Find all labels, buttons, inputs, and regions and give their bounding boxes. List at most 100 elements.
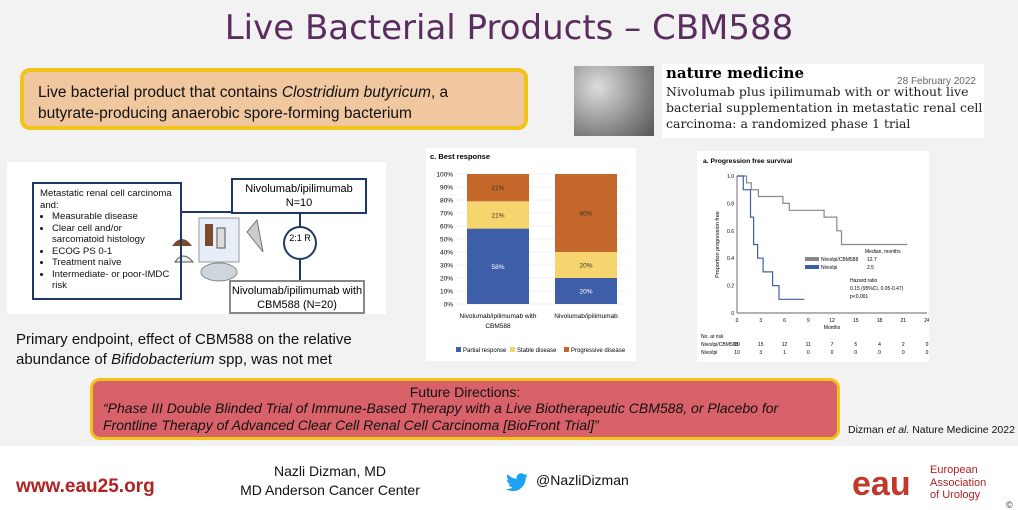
twitter-handle[interactable]: @NazliDizman bbox=[536, 472, 629, 488]
y-tick-label: 0.6 bbox=[727, 229, 734, 235]
risk-table-value: 0 bbox=[807, 350, 810, 356]
annotation: 0.15 (95%CI, 0.05-0.47) bbox=[850, 286, 904, 292]
y-tick-label: 0% bbox=[444, 302, 454, 309]
risk-table-value: 7 bbox=[831, 342, 834, 348]
footer-bar: www.eau25.org Nazli Dizman, MD MD Anders… bbox=[0, 446, 1018, 510]
org-line: European bbox=[930, 464, 978, 476]
trial-design-diagram: Metastatic renal cell carcinoma and: Mea… bbox=[7, 162, 386, 314]
y-tick-label: 20% bbox=[440, 276, 453, 283]
km-curve bbox=[737, 175, 805, 300]
y-axis-label: Proportion progression free bbox=[715, 211, 721, 278]
risk-table-header: No. at risk bbox=[701, 334, 724, 340]
legend-swatch bbox=[564, 347, 569, 352]
legend-label: Nivo/ipi/CBM588 bbox=[821, 257, 858, 263]
eau-logo-icon: eau bbox=[852, 465, 911, 503]
risk-table-value: 15 bbox=[758, 342, 764, 348]
future-directions-callout: Future Directions: “Phase III Double Bli… bbox=[90, 378, 840, 440]
criteria-list: Measurable disease Clear cell and/or sar… bbox=[40, 211, 174, 292]
x-tick-label: 24 bbox=[924, 318, 929, 324]
annotation: Median, months bbox=[865, 249, 901, 255]
risk-table-value: 10 bbox=[734, 350, 740, 356]
chart-title: c. Best response bbox=[430, 152, 490, 161]
future-heading: Future Directions: bbox=[409, 384, 521, 400]
conference-url[interactable]: www.eau25.org bbox=[16, 476, 155, 497]
chart-title: a. Progression free survival bbox=[703, 158, 792, 165]
org-line: of Urology bbox=[930, 489, 981, 501]
annotation: 2.5 bbox=[867, 265, 874, 271]
intro-callout: Live bacterial product that contains Clo… bbox=[20, 68, 528, 130]
risk-table-value: 3 bbox=[759, 350, 762, 356]
criteria-item: ECOG PS 0-1 bbox=[52, 246, 174, 258]
citation-journal: Nature Medicine 2022 bbox=[909, 424, 1015, 436]
eau-logo-text: eau bbox=[852, 465, 911, 503]
endpoint-text: Primary endpoint, effect of CBM588 on th… bbox=[16, 331, 352, 368]
twitter-icon[interactable] bbox=[505, 473, 529, 493]
primary-endpoint-text: Primary endpoint, effect of CBM588 on th… bbox=[16, 330, 376, 370]
paper-header: nature medicine 28 February 2022 Nivolum… bbox=[662, 64, 984, 138]
risk-table-value: 0 bbox=[902, 350, 905, 356]
x-tick-label: 3 bbox=[759, 318, 762, 324]
future-text: “Phase III Double Blinded Trial of Immun… bbox=[103, 400, 779, 433]
design-connectors bbox=[172, 211, 301, 282]
legend-swatch bbox=[456, 347, 461, 352]
y-tick-label: 100% bbox=[436, 172, 453, 179]
km-curve bbox=[737, 175, 908, 246]
risk-table-value: 12 bbox=[782, 342, 788, 348]
risk-table-value: 5 bbox=[854, 342, 857, 348]
legend-label: Progressive disease bbox=[571, 348, 626, 354]
speaker-info: Nazli Dizman, MD MD Anderson Cancer Cent… bbox=[230, 462, 430, 500]
endpoint-text-end: spp, was not met bbox=[214, 351, 333, 368]
annotation: p<0.001 bbox=[850, 294, 868, 300]
y-tick-label: 50% bbox=[440, 237, 453, 244]
y-tick-label: 10% bbox=[440, 289, 453, 296]
data-label: 21% bbox=[491, 185, 504, 192]
pfs-svg: a. Progression free survival 0 0.2 0.4 0.6 0.… bbox=[701, 158, 930, 356]
y-tick-label: 0.2 bbox=[727, 284, 734, 290]
criteria-item: Clear cell and/or sarcomatoid histology bbox=[52, 223, 174, 246]
y-tick-label: 90% bbox=[440, 185, 453, 192]
x-tick-label: 12 bbox=[829, 318, 835, 324]
risk-table-value: 0 bbox=[831, 350, 834, 356]
x-tick-label: Nivolumab/ipilimumab with bbox=[460, 313, 537, 320]
criteria-heading: Metastatic renal cell carcinoma and: bbox=[40, 188, 172, 211]
risk-table-value: 0 bbox=[926, 350, 929, 356]
y-tick-label: 80% bbox=[440, 198, 453, 205]
endpoint-genus: Bifidobacterium bbox=[111, 351, 215, 368]
best-response-svg: c. Best response0%10%20%30%40%50%60%70%8… bbox=[430, 152, 626, 354]
org-line: Association bbox=[930, 476, 987, 489]
bar-segment bbox=[555, 174, 617, 252]
y-tick-label: 70% bbox=[440, 211, 453, 218]
y-tick-label: 0.4 bbox=[727, 256, 734, 262]
randomization-node: 2:1 R bbox=[283, 226, 317, 260]
criteria-item: Measurable disease bbox=[52, 211, 174, 223]
y-tick-label: 60% bbox=[440, 224, 453, 231]
bar-segment bbox=[467, 201, 529, 229]
risk-table-value: 1 bbox=[783, 350, 786, 356]
paper-date: 28 February 2022 bbox=[897, 76, 976, 87]
risk-table-value: 0 bbox=[854, 350, 857, 356]
legend-swatch bbox=[510, 347, 515, 352]
risk-table-value: 0 bbox=[878, 350, 881, 356]
data-label: 58% bbox=[491, 264, 504, 271]
y-tick-label: 40% bbox=[440, 250, 453, 257]
risk-table-value: 0 bbox=[926, 342, 929, 348]
legend-swatch bbox=[805, 257, 819, 261]
bar-segment bbox=[467, 228, 529, 304]
annotation: Hazard ratio bbox=[850, 278, 877, 284]
x-axis-label: Months bbox=[824, 325, 841, 331]
risk-table-label: Nivo/ipi/CBM588 bbox=[701, 342, 738, 348]
copyright-mark: © bbox=[1006, 500, 1013, 510]
bar-segment bbox=[555, 252, 617, 278]
citation-author: Dizman bbox=[848, 424, 887, 436]
x-tick-label: 15 bbox=[853, 318, 859, 324]
annotation: 12.7 bbox=[867, 257, 877, 263]
data-label: 60% bbox=[579, 211, 592, 218]
risk-table-value: 11 bbox=[806, 342, 811, 348]
x-tick-label: CBM588 bbox=[485, 323, 511, 330]
x-tick-label: 9 bbox=[807, 318, 810, 324]
journal-logo: nature medicine bbox=[666, 64, 805, 82]
cbm588-arm: Nivolumab/ipilimumab with CBM588 (N=20) bbox=[229, 280, 365, 314]
y-tick-label: 1.0 bbox=[727, 174, 734, 180]
x-tick-label: 21 bbox=[900, 318, 906, 324]
risk-table-value: 19 bbox=[734, 342, 740, 348]
